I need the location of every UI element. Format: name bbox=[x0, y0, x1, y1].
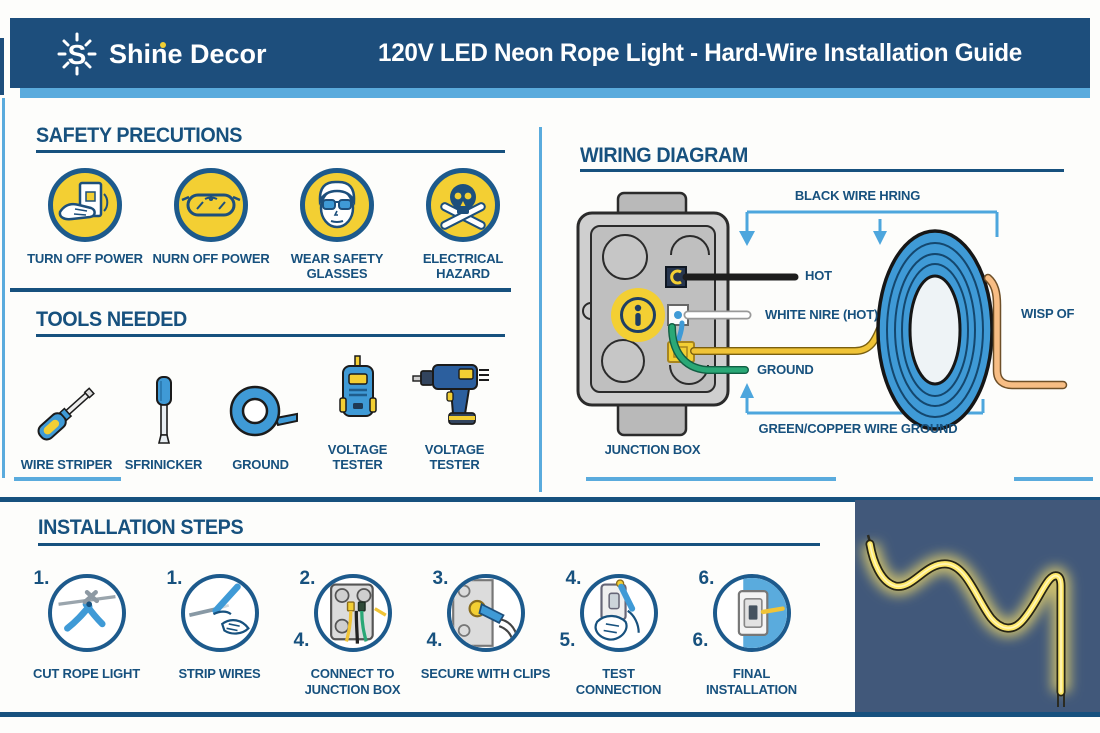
safety-goggles-icon bbox=[174, 168, 248, 242]
wiring-heading-underline bbox=[580, 169, 1064, 172]
neon-rope-photo bbox=[855, 500, 1100, 712]
drill-icon bbox=[411, 364, 489, 425]
power-switch-icon bbox=[48, 168, 122, 242]
bottom-divider bbox=[0, 712, 1100, 717]
left-border-line bbox=[2, 98, 5, 478]
tool-item: VOLTAGE TESTER bbox=[309, 354, 406, 472]
step-label: SECURE WITH CLIPS bbox=[420, 666, 551, 681]
wiring-diagram: BLACK WIRE HRING HOT WHITE NIRE (HOT) GR… bbox=[560, 140, 1100, 500]
safety-item: ELECTRICAL HAZARD bbox=[400, 168, 526, 281]
brand-name: Shine Decor bbox=[109, 38, 267, 69]
safety-item-label: TURN OFF POWER bbox=[27, 251, 143, 266]
step-label: CONNECT TO JUNCTION BOX bbox=[304, 666, 401, 698]
green-wire-label: GREEN/COPPER WIRE GROUND bbox=[758, 421, 958, 436]
tools-heading: TOOLS NEEDED bbox=[36, 308, 187, 331]
step-number: 1. bbox=[166, 568, 183, 589]
header-underline-strip bbox=[20, 88, 1090, 98]
step-label: FINAL INSTALLATION bbox=[706, 666, 797, 698]
wiring-diagram-graphic bbox=[576, 191, 1068, 437]
screwdriver-angled-icon bbox=[37, 387, 95, 441]
tool-item-label: WIRE STRIPER bbox=[20, 457, 113, 472]
step-number: 6. bbox=[698, 568, 715, 589]
steps-heading: INSTALLATION STEPS bbox=[38, 516, 244, 539]
neon-rope-graphic bbox=[861, 534, 1070, 707]
shine-decor-logo-icon: S bbox=[57, 32, 97, 76]
accent-segment bbox=[14, 477, 121, 481]
cut-rope-light-icon bbox=[47, 574, 126, 652]
tool-item: WIRE STRIPER bbox=[18, 373, 115, 472]
hot-label: HOT bbox=[805, 268, 832, 283]
step-number: 6. bbox=[692, 630, 709, 651]
step-number: 4. bbox=[426, 630, 443, 651]
brand-i-dot bbox=[160, 41, 166, 48]
final-installation-icon bbox=[712, 574, 791, 652]
step-number: 5. bbox=[559, 630, 576, 651]
step-number: 2. bbox=[299, 568, 316, 589]
step-label: CUT ROPE LIGHT bbox=[33, 666, 140, 681]
header-left-accent bbox=[0, 38, 4, 95]
section-divider bbox=[10, 288, 511, 292]
secure-clips-icon bbox=[446, 574, 525, 652]
step-number: 1. bbox=[33, 568, 50, 589]
step-item: 1. CUT ROPE LIGHT bbox=[20, 568, 153, 699]
safety-item-label: WEAR SAFETY GLASSES bbox=[290, 251, 384, 281]
safety-item-label: ELECTRICAL HAZARD bbox=[422, 251, 504, 281]
safety-item: NURN OFF POWER bbox=[148, 168, 274, 281]
voltage-tester-icon bbox=[338, 355, 377, 417]
tools-heading-underline bbox=[36, 334, 505, 337]
brand: S Shine Decor bbox=[55, 32, 267, 76]
ground-label: GROUND bbox=[757, 362, 814, 377]
step-item: 1. STRIP WIRES bbox=[153, 568, 286, 699]
tool-item: SFRINICKER bbox=[115, 373, 212, 472]
steps-heading-underline bbox=[38, 543, 820, 546]
rope-coil-graphic bbox=[876, 229, 994, 431]
step-label: TEST CONNECTION bbox=[575, 666, 662, 698]
tool-item-label: GROUND bbox=[232, 457, 289, 472]
step-item: 4. 5. TEST CONNECTION bbox=[552, 568, 685, 699]
accent-segment bbox=[586, 477, 836, 481]
steps-top-divider bbox=[0, 497, 1100, 502]
step-number: 3. bbox=[432, 568, 449, 589]
wiring-heading: WIRING DIAGRAM bbox=[580, 144, 748, 167]
safety-item: TURN OFF POWER bbox=[22, 168, 148, 281]
skull-crossbones-icon bbox=[426, 168, 500, 242]
installation-steps-row: 1. CUT ROPE LIGHT 1. bbox=[20, 568, 818, 699]
tape-roll-icon bbox=[229, 385, 298, 437]
step-number: 4. bbox=[293, 630, 310, 651]
step-item: 2. 4. CON bbox=[286, 568, 419, 699]
step-item: 6. 6. FINAL INSTALLATION bbox=[685, 568, 818, 699]
safety-item-label: NURN OFF POWER bbox=[152, 251, 270, 266]
junction-box-label: JUNCTION BOX bbox=[604, 442, 701, 457]
white-wire-label: WHITE NIRE (HOT) bbox=[765, 307, 879, 322]
safety-heading-underline bbox=[36, 150, 505, 153]
tool-item-label: SFRINICKER bbox=[124, 457, 203, 472]
tool-item-label: VOLTAGE TESTER bbox=[327, 442, 388, 472]
test-connection-icon bbox=[579, 574, 658, 652]
header-bar: S Shine Decor 120V LED Neon Rope Light -… bbox=[10, 18, 1090, 88]
screwdriver-icon bbox=[155, 376, 172, 444]
page-title: 120V LED Neon Rope Light - Hard-Wire Ins… bbox=[378, 39, 1022, 67]
safety-item: WEAR SAFETY GLASSES bbox=[274, 168, 400, 281]
tools-items-row: WIRE STRIPER SFRINICKER GROUND bbox=[18, 352, 503, 472]
step-item: 3. 4. SECURE WITH CLIPS bbox=[419, 568, 552, 699]
tool-item: GROUND bbox=[212, 373, 309, 472]
tool-item: VOLTAGE TESTER bbox=[406, 352, 503, 472]
step-label: STRIP WIRES bbox=[178, 666, 261, 681]
wisp-label: WISP OF bbox=[1021, 306, 1075, 321]
tool-item-label: VOLTAGE TESTER bbox=[424, 442, 485, 472]
safety-heading: SAFETY PRECUTIONS bbox=[36, 124, 243, 147]
svg-text:S: S bbox=[68, 39, 87, 70]
strip-wires-icon bbox=[180, 574, 259, 652]
face-sunglasses-icon bbox=[300, 168, 374, 242]
step-number: 4. bbox=[565, 568, 582, 589]
connect-junction-box-icon bbox=[313, 574, 392, 652]
safety-items-row: TURN OFF POWER NURN OFF POWER bbox=[22, 168, 526, 281]
accent-segment bbox=[1014, 477, 1093, 481]
column-divider-line bbox=[539, 127, 542, 492]
info-icon bbox=[611, 288, 665, 342]
black-wire-label: BLACK WIRE HRING bbox=[794, 188, 921, 203]
